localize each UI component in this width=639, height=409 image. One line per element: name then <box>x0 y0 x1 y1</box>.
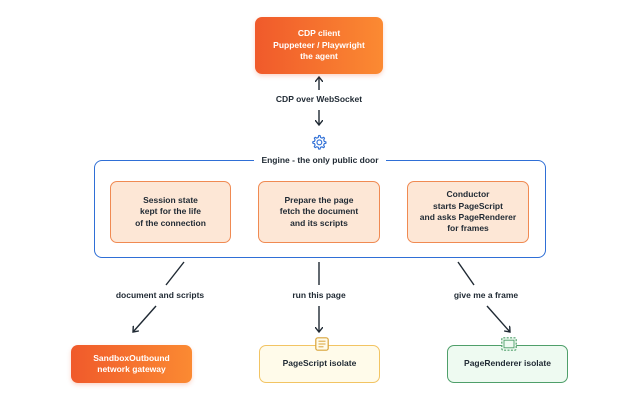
edge-label-run-this-page: run this page <box>286 290 352 300</box>
cdp-client-line: Puppeteer / Playwright <box>273 39 365 50</box>
cdp-client-line: the agent <box>300 51 338 62</box>
cdp-client-box: CDP client Puppeteer / Playwright the ag… <box>255 17 383 74</box>
transport-label: CDP over WebSocket <box>263 94 375 104</box>
sandbox-outbound-line: SandboxOutbound <box>93 352 170 363</box>
arrow-right-lower <box>486 305 510 332</box>
pagescript-isolate-box: PageScript isolate <box>259 337 380 383</box>
cdp-client-line: CDP client <box>297 28 341 39</box>
gear-icon <box>310 133 328 151</box>
session-state-line: Session state <box>143 194 198 205</box>
prepare-page-box: Prepare the page fetch the document and … <box>258 181 380 243</box>
pagerenderer-isolate-box: PageRenderer isolate <box>447 337 568 383</box>
session-state-box: Session state kept for the life of the c… <box>110 181 231 243</box>
sandbox-outbound-box: SandboxOutbound network gateway <box>71 345 192 383</box>
engine-title: Engine - the only public door <box>254 153 386 167</box>
conductor-line: for frames <box>447 223 489 234</box>
edge-label-give-me-a-frame: give me a frame <box>448 290 524 300</box>
sandbox-outbound-line: network gateway <box>97 364 166 374</box>
conductor-line: starts PageScript <box>433 200 503 211</box>
pagerenderer-isolate-label: PageRenderer isolate <box>464 358 551 369</box>
conductor-line: Conductor <box>446 189 490 200</box>
prepare-page-line: Prepare the page <box>284 194 354 205</box>
pagescript-isolate-label: PageScript isolate <box>282 358 357 369</box>
conductor-line: and asks PageRenderer <box>419 212 517 222</box>
arrow-left-upper <box>165 261 185 286</box>
session-state-line: of the connection <box>135 217 206 228</box>
session-state-line: kept for the life <box>140 206 201 217</box>
prepare-page-line: fetch the document <box>279 206 359 217</box>
conductor-box: Conductor starts PageScript and asks Pag… <box>407 181 529 243</box>
document-icon <box>315 337 329 351</box>
frame-icon <box>501 337 517 351</box>
arrow-left-lower <box>133 305 157 332</box>
edge-label-document-and-scripts: document and scripts <box>108 290 212 300</box>
arrow-right-upper <box>457 261 475 286</box>
prepare-page-line: and its scripts <box>290 217 348 228</box>
